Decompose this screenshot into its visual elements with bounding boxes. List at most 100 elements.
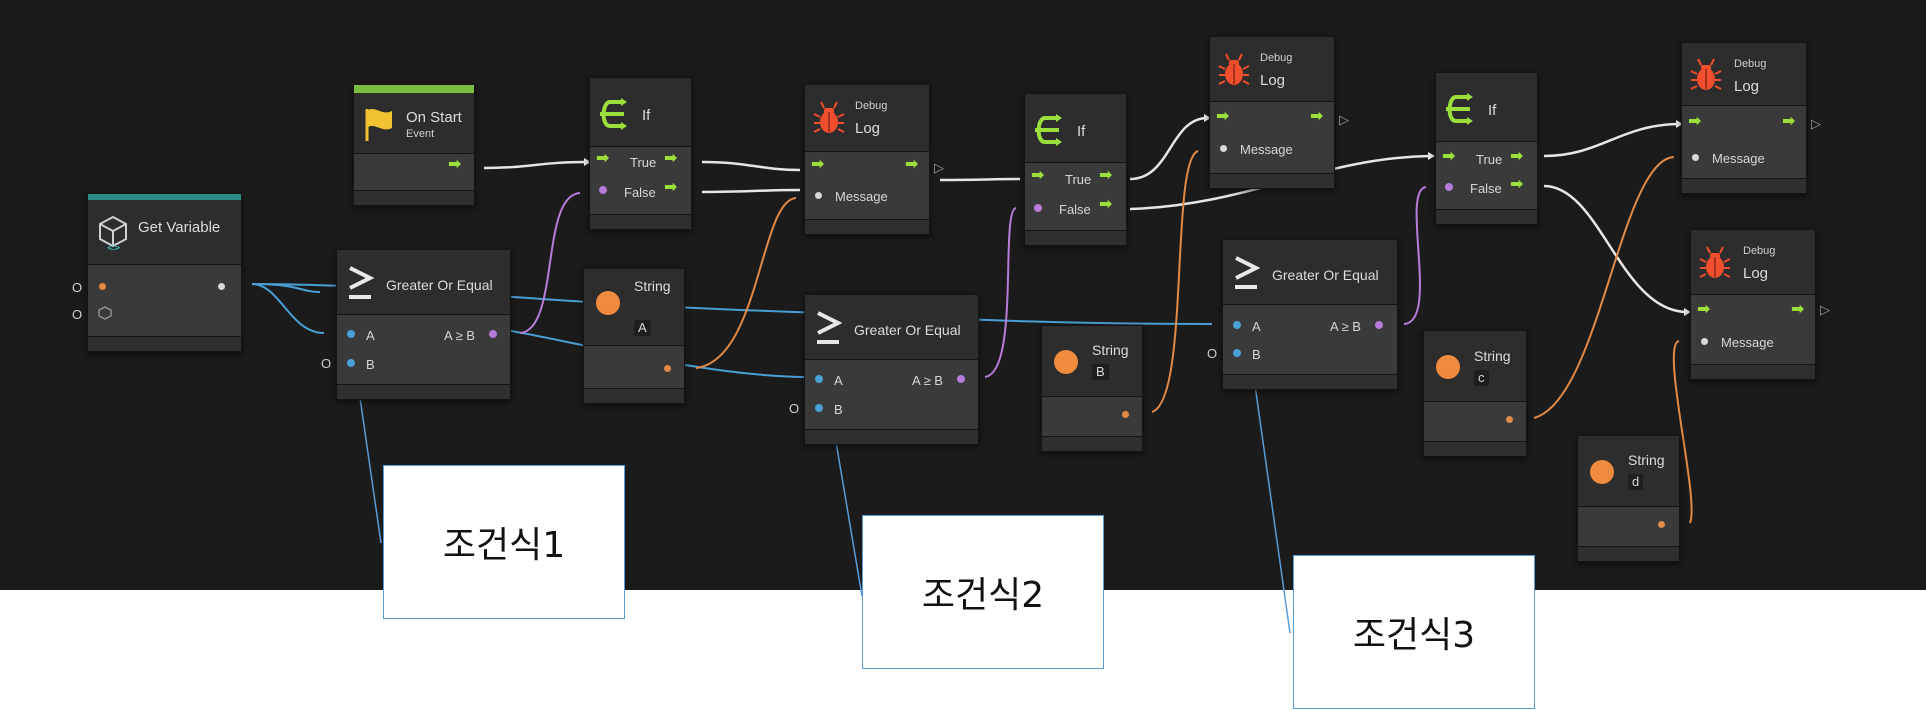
object-icon	[98, 306, 112, 320]
debug-log-node-2[interactable]: Debug Log ➡ ➡ Message	[1209, 36, 1335, 189]
debug-log-node-3[interactable]: Debug Log ➡ ➡ Message	[1681, 42, 1807, 194]
input-a-port[interactable]	[1233, 321, 1241, 329]
message-port[interactable]	[1692, 154, 1699, 161]
node-footer	[1682, 178, 1806, 193]
true-label: True	[630, 155, 657, 170]
message-port[interactable]	[1220, 145, 1227, 152]
flow-in-arrow-icon[interactable]: ➡	[811, 156, 825, 173]
node-header: String d	[1578, 436, 1679, 507]
true-out-arrow-icon[interactable]: ➡	[664, 150, 678, 167]
true-label: True	[1065, 172, 1092, 187]
if-node-2[interactable]: If ➡ True ➡ False ➡	[1024, 93, 1127, 246]
string-output-port[interactable]	[664, 365, 671, 372]
message-port[interactable]	[1701, 338, 1708, 345]
flow-in-arrow-icon[interactable]: ➡	[1697, 301, 1711, 318]
node-title: Greater Or Equal	[854, 322, 961, 338]
flow-in-arrow-icon[interactable]: ➡	[1031, 167, 1045, 184]
node-footer	[88, 336, 241, 351]
zero-mark: O	[72, 280, 83, 295]
bool-output-port[interactable]	[957, 375, 965, 383]
greater-equal-icon	[349, 266, 374, 299]
node-category: Debug	[1734, 58, 1767, 70]
debug-log-node-4[interactable]: Debug Log ➡ ➡ Message	[1690, 229, 1816, 380]
input-b-port[interactable]	[815, 404, 823, 412]
node-title: String	[1474, 348, 1511, 364]
condition-port[interactable]	[1445, 183, 1453, 191]
string-node-a[interactable]: String A	[583, 268, 685, 404]
message-label: Message	[1721, 335, 1774, 350]
string-value[interactable]: B	[1092, 364, 1109, 380]
flow-in-arrow-icon[interactable]: ➡	[1442, 148, 1456, 165]
node-header: String c	[1424, 331, 1526, 402]
on-start-event-node[interactable]: On Start Event ➡	[353, 84, 475, 206]
string-output-port[interactable]	[1658, 521, 1665, 528]
flow-out-arrow-icon[interactable]: ➡	[1782, 113, 1796, 130]
true-out-arrow-icon[interactable]: ➡	[1510, 148, 1524, 165]
string-value[interactable]: A	[634, 320, 651, 336]
false-out-arrow-icon[interactable]: ➡	[1099, 196, 1113, 213]
get-variable-node[interactable]: <> Get Variable O O	[72, 193, 242, 352]
node-header: On Start Event	[354, 85, 474, 154]
zero-mark: O	[789, 401, 800, 416]
bug-icon	[1699, 246, 1731, 278]
if-node-3[interactable]: If ➡ True ➡ False ➡	[1435, 72, 1538, 225]
flow-out-arrow-icon[interactable]: ➡	[1791, 301, 1805, 318]
bool-output-port[interactable]	[1375, 321, 1383, 329]
string-value[interactable]: d	[1628, 474, 1644, 490]
flow-in-arrow-icon[interactable]: ➡	[1216, 108, 1230, 125]
greater-or-equal-node-3[interactable]: Greater Or Equal A A ≥ B B O	[1207, 239, 1398, 390]
string-value[interactable]: c	[1474, 370, 1489, 386]
branch-icon	[1035, 114, 1062, 146]
string-output-port[interactable]	[1122, 411, 1129, 418]
string-node-b[interactable]: String B	[1041, 325, 1143, 452]
node-header: String A	[584, 269, 684, 346]
input-a-port[interactable]	[347, 330, 355, 338]
node-header: If	[1436, 73, 1537, 142]
input-a-port[interactable]	[815, 375, 823, 383]
flow-out-arrow-icon[interactable]: ➡	[448, 156, 462, 173]
flow-out-arrow-icon[interactable]: ➡	[905, 156, 919, 173]
if-node-1[interactable]: If ➡ True ➡ False ➡	[589, 77, 692, 230]
condition-port[interactable]	[1034, 204, 1042, 212]
string-input-port[interactable]	[99, 283, 106, 290]
condition-callout-1: 조건식1	[383, 465, 625, 619]
input-b-port[interactable]	[1233, 349, 1241, 357]
output-port[interactable]	[218, 283, 225, 290]
condition-port[interactable]	[599, 186, 607, 194]
node-footer	[1691, 364, 1815, 379]
string-output-port[interactable]	[1506, 416, 1513, 423]
string-node-d[interactable]: String d	[1577, 435, 1680, 562]
flow-out-arrow-icon[interactable]: ➡	[1310, 108, 1324, 125]
node-footer	[354, 190, 474, 205]
string-type-icon	[1054, 350, 1078, 374]
node-title: String	[1628, 452, 1665, 468]
node-footer	[1578, 546, 1679, 561]
node-title: Log	[1260, 72, 1286, 89]
node-footer	[805, 219, 929, 234]
string-node-c[interactable]: String c	[1423, 330, 1527, 457]
node-header: Greater Or Equal	[337, 250, 510, 315]
flow-in-arrow-icon[interactable]: ➡	[1688, 113, 1702, 130]
debug-log-node-1[interactable]: Debug Log ➡ ➡ Message	[804, 84, 930, 235]
node-title: If	[1488, 102, 1497, 119]
flow-in-arrow-icon[interactable]: ➡	[596, 150, 610, 167]
node-footer	[805, 429, 978, 444]
node-header: String B	[1042, 326, 1142, 397]
callout-text: 조건식3	[1352, 615, 1476, 656]
false-out-arrow-icon[interactable]: ➡	[1510, 176, 1524, 193]
true-label: True	[1476, 152, 1503, 167]
greater-or-equal-node-1[interactable]: Greater Or Equal A A ≥ B B O	[321, 249, 511, 400]
input-b-port[interactable]	[347, 359, 355, 367]
input-a-label: A	[366, 328, 375, 343]
node-header: <> Get Variable	[88, 194, 241, 265]
node-header: If	[590, 78, 691, 147]
true-out-arrow-icon[interactable]: ➡	[1099, 167, 1113, 184]
bool-output-port[interactable]	[489, 330, 497, 338]
message-port[interactable]	[815, 192, 822, 199]
node-title: String	[1092, 342, 1129, 358]
node-header: Greater Or Equal	[805, 295, 978, 360]
node-header: Debug Log	[1210, 37, 1334, 102]
false-out-arrow-icon[interactable]: ➡	[664, 179, 678, 196]
greater-or-equal-node-2[interactable]: Greater Or Equal A A ≥ B B O	[789, 294, 979, 445]
node-category: Debug	[855, 100, 888, 112]
